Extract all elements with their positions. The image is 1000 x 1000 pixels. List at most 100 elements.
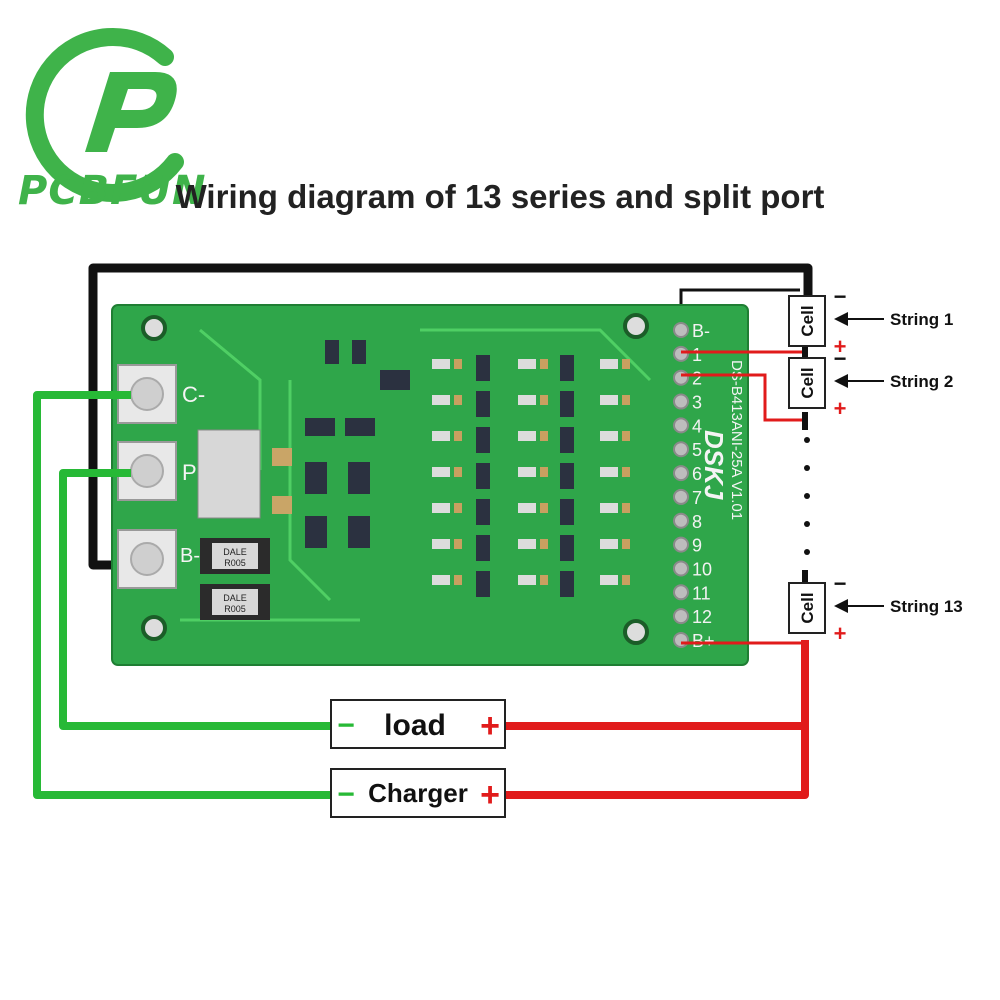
smd-cap (540, 359, 548, 369)
load-pos-sign: + (480, 707, 500, 745)
smd-cap (454, 539, 462, 549)
connector-hole (673, 441, 689, 458)
smd-resistor (432, 395, 450, 405)
smd-resistor (432, 539, 450, 549)
mosfet-chip (476, 355, 490, 381)
connector-hole (673, 465, 689, 482)
pad-label-c-minus: C- (182, 382, 205, 407)
charger-neg-sign: − (337, 778, 355, 811)
smd-resistor (518, 575, 536, 585)
svg-text:R005: R005 (224, 558, 246, 568)
pad-b-minus (117, 529, 177, 589)
load-neg-sign: − (337, 709, 355, 742)
charger-label: Charger (368, 778, 468, 808)
connector-hole (673, 560, 689, 577)
string-label: String 13 (890, 597, 963, 616)
smd-cap (454, 359, 462, 369)
connector-hole (673, 393, 689, 410)
smd-resistor (432, 359, 450, 369)
mosfet-chip (476, 571, 490, 597)
connector-hole (673, 632, 689, 648)
arrow-left-icon (834, 312, 848, 326)
connector-label: 3 (692, 393, 702, 413)
connector-label: 8 (692, 512, 702, 532)
cell-pos-sign: + (834, 396, 847, 421)
green-wire-c-minus (33, 391, 333, 799)
svg-text:DALE: DALE (223, 547, 247, 557)
smd-cap (540, 539, 548, 549)
connector-hole (673, 512, 689, 529)
mosfet-chip (476, 535, 490, 561)
mosfet-chip (476, 391, 490, 417)
connector-hole (673, 369, 689, 386)
connector-hole (673, 584, 689, 601)
red-wire-main (505, 640, 809, 799)
cell-neg-sign: − (834, 284, 847, 309)
mosfet-chip (560, 571, 574, 597)
smd-resistor (600, 575, 618, 585)
smd-resistor (518, 539, 536, 549)
smd-cap (454, 503, 462, 513)
cell-label: Cell (798, 592, 817, 623)
connector-label: 2 (692, 369, 702, 389)
black-wire-b-minus (88, 263, 813, 570)
connector-label: 1 (692, 345, 702, 365)
smd-resistor (518, 467, 536, 477)
red-wire-2 (681, 373, 805, 422)
mosfet-chip (560, 463, 574, 489)
cell-box (788, 582, 826, 634)
cell-pos-sign: + (834, 334, 847, 359)
load-label: load (384, 709, 446, 742)
connector-label: 11 (692, 583, 711, 603)
cell-label: Cell (798, 367, 817, 398)
arrow-left-icon (834, 599, 848, 613)
smd-resistor (432, 503, 450, 513)
smd-cap (454, 431, 462, 441)
silkscreen-model: DS-B413ANI-25A V1.01 (728, 360, 745, 520)
connector-hole (673, 488, 689, 505)
smd-cap (622, 539, 630, 549)
cell-stack-dots (804, 437, 810, 555)
smd-cap (540, 431, 548, 441)
connector-label: 6 (692, 464, 702, 484)
cell-box (788, 295, 826, 347)
mosfet-chip (560, 499, 574, 525)
connector-hole (673, 608, 689, 625)
logo-c-arc-icon (25, 27, 184, 202)
smd-resistor (600, 395, 618, 405)
mosfet-chip (476, 427, 490, 453)
svg-text:DALE: DALE (223, 593, 247, 603)
smd-cap (540, 575, 548, 585)
pad-label-b-minus: B- (180, 545, 200, 567)
connector-label: 9 (692, 536, 702, 556)
cell-string-2: Cell−+String 2 (788, 346, 953, 421)
connector-label: 4 (692, 416, 702, 436)
pcb-board: C- P- B- DALE R005 DALE R005 (111, 304, 749, 666)
connector-label: 10 (692, 559, 712, 579)
mosfet-chip (476, 463, 490, 489)
cell-pos-sign: + (834, 621, 847, 646)
smd-cap (540, 395, 548, 405)
connector-label: 5 (692, 440, 702, 460)
cell-string-1: Cell−+String 1 (788, 284, 953, 359)
connector-label: B+ (692, 631, 715, 651)
pcbfun-logo (25, 27, 184, 202)
smd-resistor (600, 359, 618, 369)
smd-cap (540, 467, 548, 477)
mosfet-chip (560, 535, 574, 561)
string-label: String 2 (890, 372, 953, 391)
cell-box (788, 357, 826, 409)
silkscreen-brand: DSKJ (699, 430, 729, 500)
string-label: String 1 (890, 310, 953, 329)
smd-cap (454, 467, 462, 477)
smd-resistor (518, 503, 536, 513)
shunt-resistor-2: DALE R005 (200, 584, 270, 620)
smd-resistor (518, 431, 536, 441)
smd-cap (622, 395, 630, 405)
smd-resistor (518, 395, 536, 405)
smd-cap (622, 467, 630, 477)
smd-resistor (600, 539, 618, 549)
